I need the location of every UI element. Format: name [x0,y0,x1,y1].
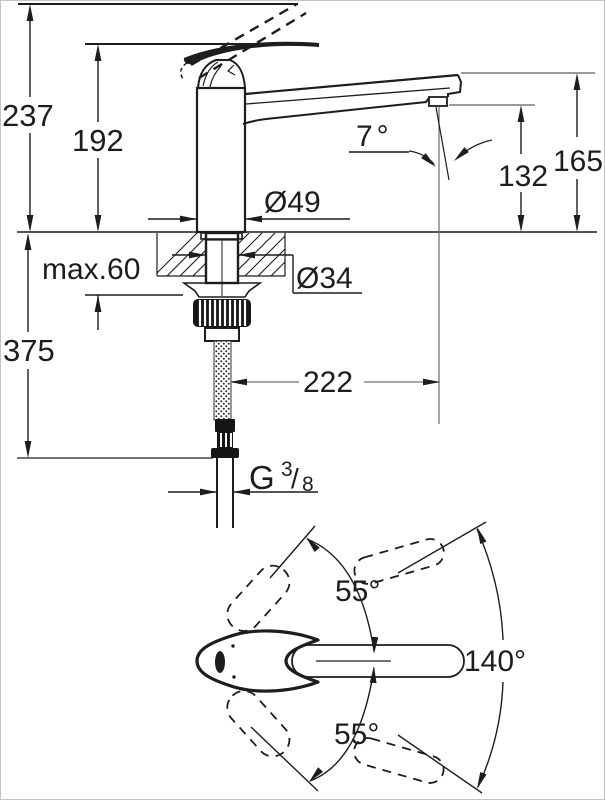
swing-boundary-upper-left [269,525,316,579]
dimension-lever-height: 192 [72,44,124,232]
knob-dot-bottom [232,675,236,679]
nut-collar [204,327,240,342]
plan-view: 55° 55° 140° [195,521,544,794]
raised-lever-dashed-bottom [198,11,307,80]
spout-top-inner-line [245,87,451,105]
dimension-thread: G 3 / 8 [168,458,318,496]
mounting-nut-ribs [198,300,247,326]
lever-dashed-upper [353,538,445,585]
knob-dot-top [231,644,235,648]
side-view: 237 192 max.60 375 [2,2,603,528]
knob-dashed-lower-left [226,690,291,758]
lever-top-view [291,644,465,678]
dimension-body-diameter: Ø49 [148,186,350,223]
dimension-swing-lower: 55° [309,666,379,782]
dim-237-label: 237 [2,98,54,133]
dim-222-label: 222 [303,366,353,399]
lever-side-view [183,41,319,65]
dimension-outlet-height: 132 [498,105,548,232]
dim-132-label: 132 [498,160,548,193]
raised-lever-hook-dashed [180,62,188,80]
knob-logo-mark [215,651,225,673]
hose-connector-flange [211,448,239,458]
dome-sketch-line [209,65,222,88]
knob-dashed-upper-left [226,564,291,632]
dim-55-lower-label: 55° [334,718,379,751]
mounting-nut [193,299,251,327]
spout-tip [447,74,463,97]
thread-slash-label: / [291,463,299,494]
dimension-total-swing: 140° [462,527,544,789]
flex-hose [213,340,232,421]
dim-375-label: 375 [3,333,55,368]
spout-top-edge [244,73,459,96]
dim-d34-label: Ø34 [296,262,353,295]
aerator [428,96,448,107]
mounting-washer [181,282,263,298]
handle-rotated-positions-dashed [226,538,445,784]
stream-angled-line [435,106,450,181]
dim-d49-label: Ø49 [264,186,321,219]
dimension-max-mounting-thickness: max.60 [42,253,140,330]
dome-sketch-mark [227,64,236,76]
hose-connector-ribs [220,433,232,447]
spout-bottom-edge [242,97,430,125]
dome-sketch-line [202,61,219,87]
thread-denominator-label: 8 [302,473,314,496]
dimension-shank-diameter: Ø34 [172,251,362,295]
knob-top-view [195,629,320,693]
dimension-swing-upper: 55° [306,537,380,654]
swing-boundary-lower-right [397,734,483,794]
dim-192-label: 192 [72,123,124,158]
hose-connector-top [215,419,235,432]
dim-165-label: 165 [553,145,603,178]
lever-dashed-lower [353,737,445,784]
dimension-stream-angle: 7° [349,120,493,167]
raised-lever-dashed-top [190,2,298,67]
swing-boundary-lower-left [250,726,319,792]
dim-7deg-label: 7° [356,120,393,153]
dimension-below-deck-length: 375 [3,233,55,458]
dimension-spout-height: 165 [553,73,603,232]
dim-55-upper-label: 55° [335,575,380,608]
thread-numerator-label: 3 [281,458,293,481]
faucet-body [195,86,247,234]
dim-max60-label: max.60 [42,253,140,286]
thread-prefix-label: G [249,459,275,496]
dimension-spout-reach: 222 [230,366,440,399]
dim-140-label: 140° [464,645,526,678]
dimension-total-height: 237 [2,4,54,232]
